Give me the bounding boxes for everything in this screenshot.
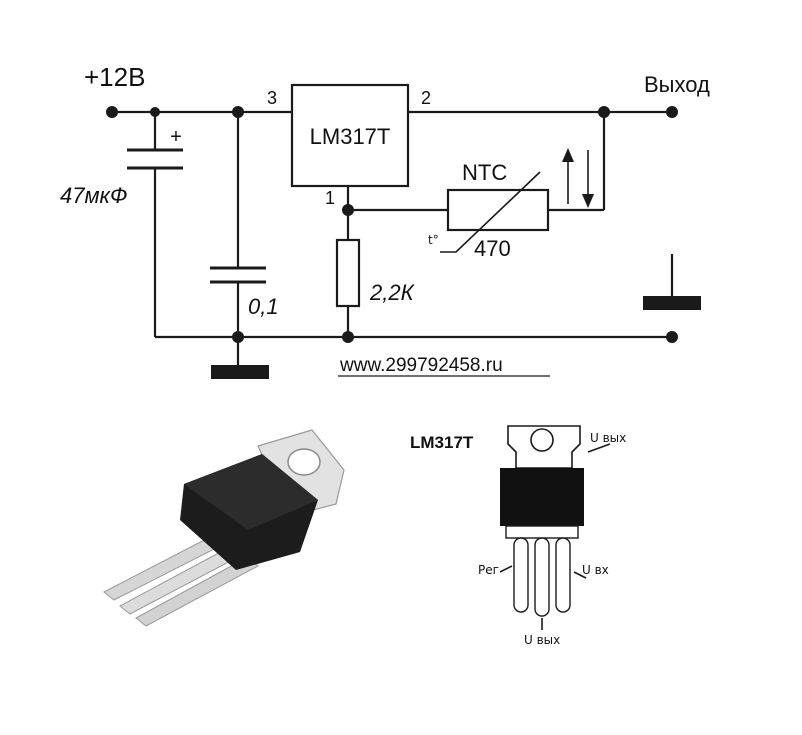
junction-dot [598, 106, 610, 118]
pin-adj-package-label: Рег [478, 563, 499, 577]
cap1-label: 47мкФ [60, 183, 127, 208]
junction-dot [232, 106, 244, 118]
capacitor-47uf [127, 148, 183, 170]
package-title: LM317T [410, 433, 474, 452]
cap2-label: 0,1 [248, 294, 279, 319]
resistor-label: 2,2К [369, 280, 415, 305]
pin-adj-label: 1 [325, 188, 335, 208]
supply-label: +12В [84, 62, 145, 92]
junction-dot [150, 107, 160, 117]
pin-vout-bottom-label: U вых [524, 633, 560, 647]
ground-symbol-left [211, 365, 269, 379]
package-outline [499, 425, 611, 630]
supply-terminal [106, 106, 118, 118]
up-down-arrows-icon [562, 148, 594, 208]
ground-symbol-right [643, 296, 701, 310]
output-terminal [666, 106, 678, 118]
cap1-polarity: + [170, 126, 182, 148]
junction-dot [232, 331, 244, 343]
regulator-box [290, 83, 410, 188]
pin-vout-top-label: U вых [590, 431, 626, 445]
pin-vin-label: U вх [582, 563, 609, 577]
to220-photo [103, 429, 345, 627]
ground-terminal [666, 331, 678, 343]
pin-out-label: 2 [421, 88, 431, 108]
capacitor-0-1 [210, 266, 266, 284]
ntc-label: NTC [462, 160, 507, 185]
regulator-label: LM317T [310, 124, 391, 149]
output-label: Выход [644, 72, 710, 97]
junction-dot [342, 331, 354, 343]
resistor-2-2k [335, 238, 361, 308]
pin-in-label: 3 [267, 88, 277, 108]
ntc-temp-symbol: t° [428, 233, 439, 247]
junction-dot [342, 204, 354, 216]
website-label: www.299792458.ru [339, 355, 503, 376]
ntc-thermistor [440, 171, 550, 253]
ntc-value: 470 [474, 236, 511, 261]
